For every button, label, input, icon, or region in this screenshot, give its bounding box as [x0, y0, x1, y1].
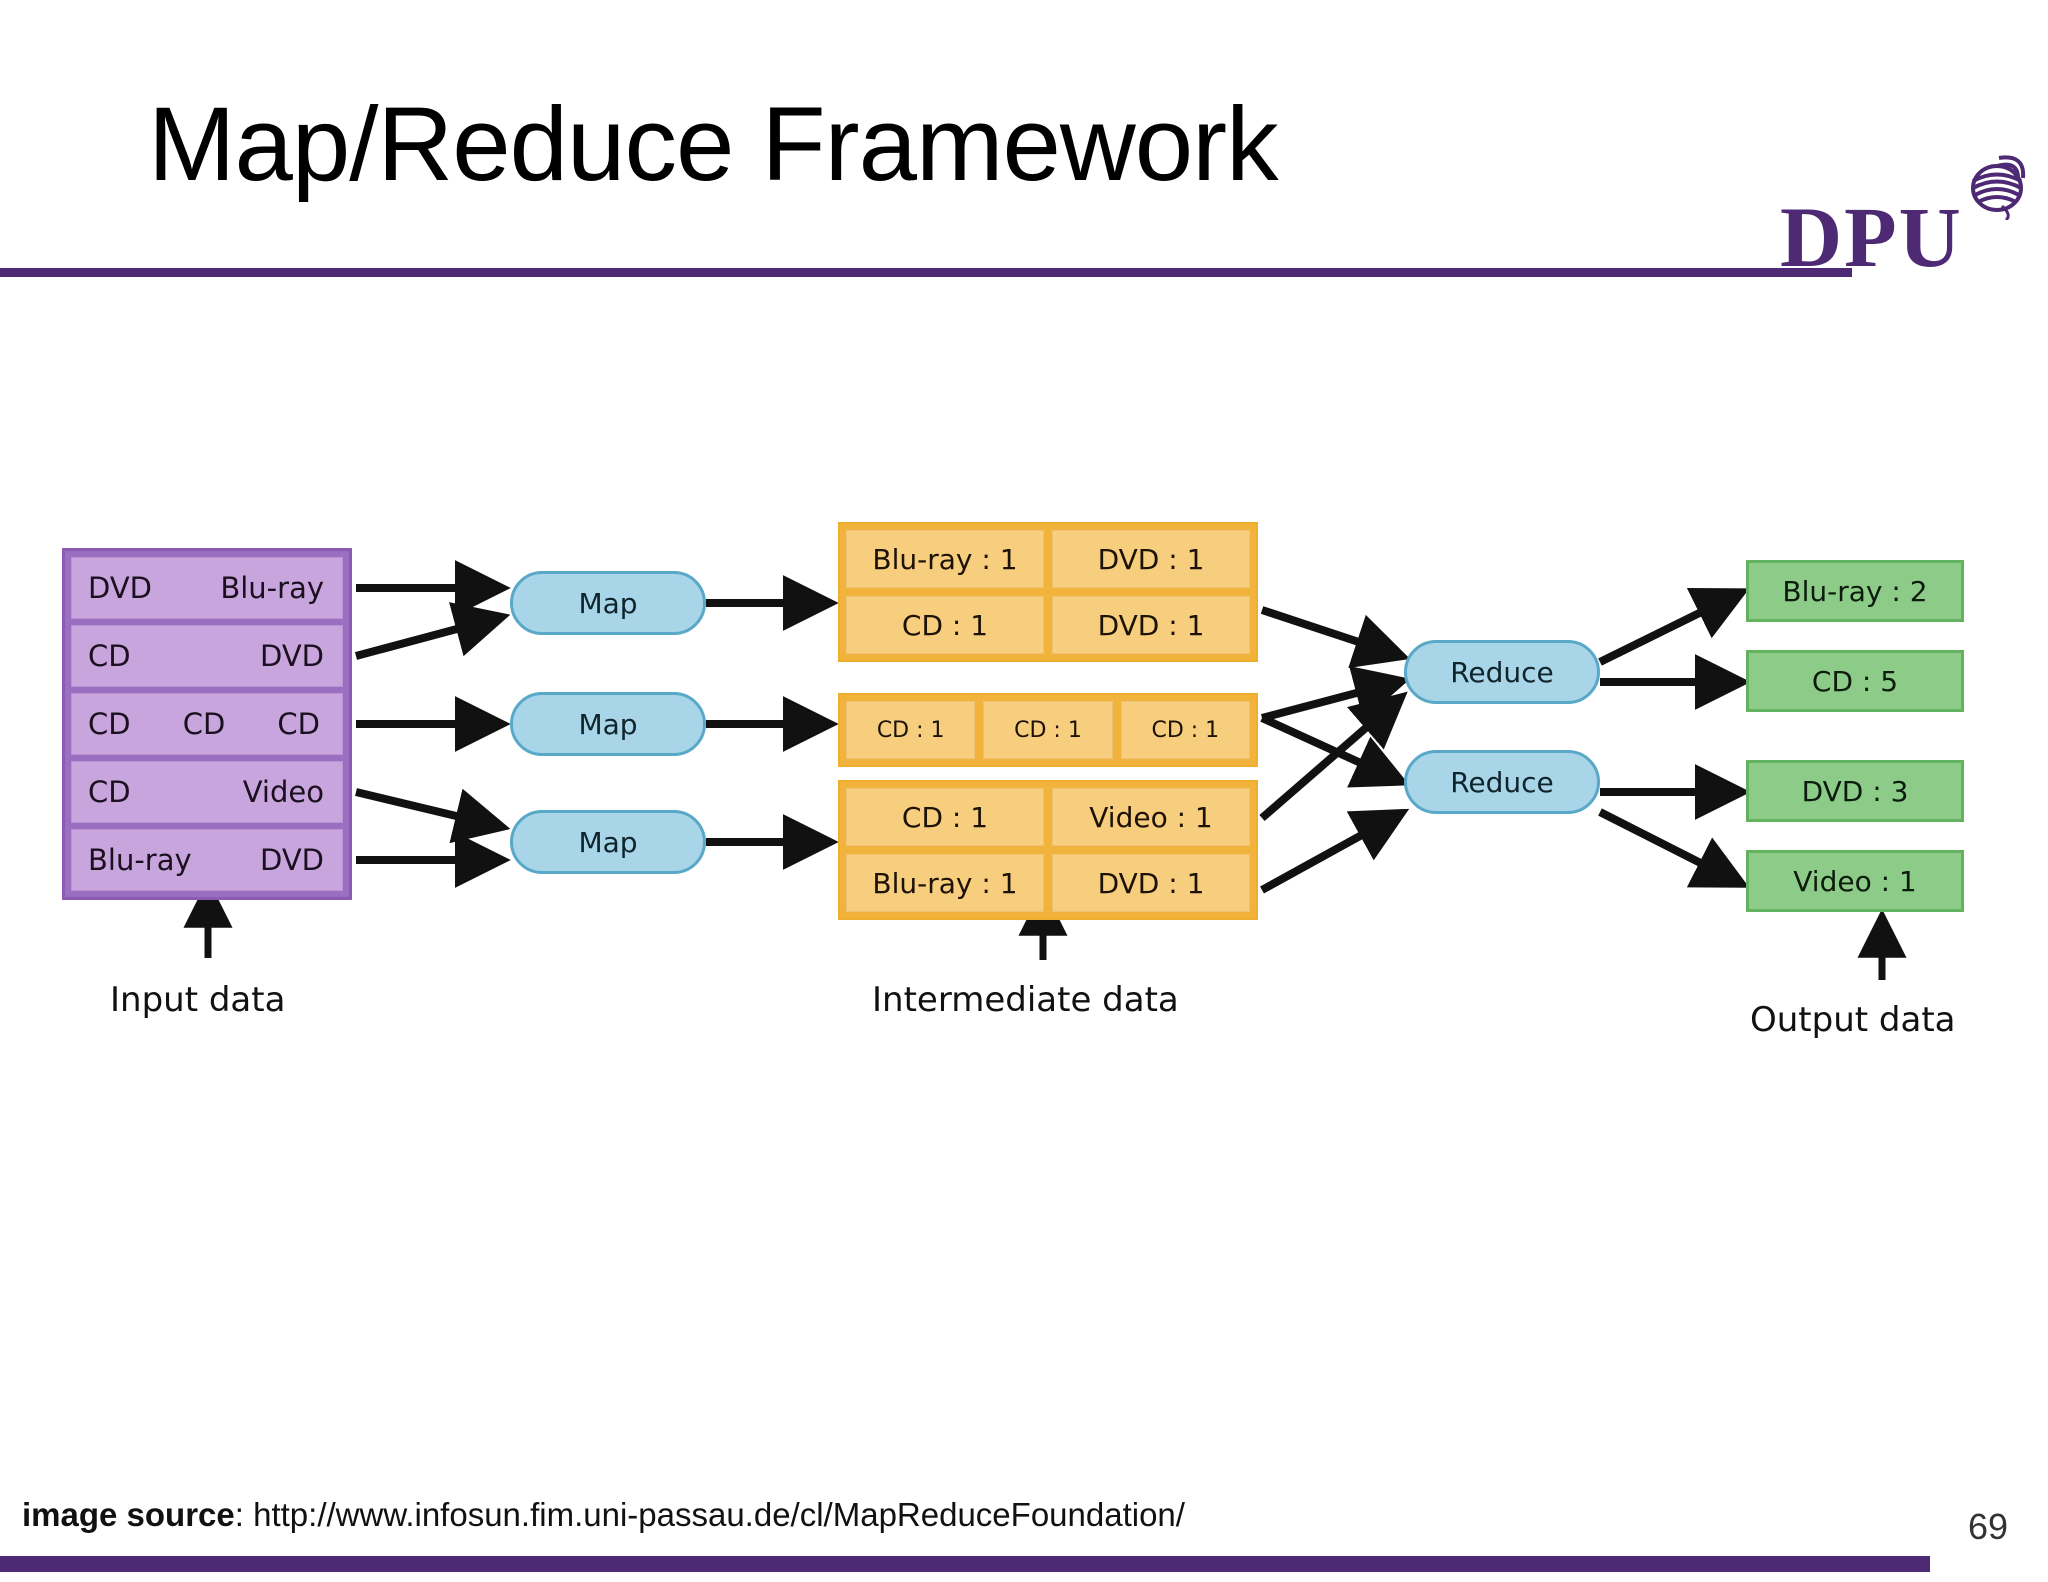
input-data-block: DVD Blu-ray CD DVD CD CD CD CD Video Blu…: [62, 548, 352, 900]
input-row: Blu-ray DVD: [71, 829, 343, 891]
caption-output-data: Output data: [1750, 1000, 1956, 1040]
output-box-video: Video : 1: [1746, 850, 1964, 912]
map-node-2[interactable]: Map: [510, 692, 706, 756]
mapreduce-diagram: DVD Blu-ray CD DVD CD CD CD CD Video Blu…: [0, 360, 2048, 1060]
input-token: Blu-ray: [88, 843, 192, 877]
dpu-logo: DPU: [1780, 148, 2040, 285]
intermediate-cell: DVD : 1: [1052, 596, 1250, 654]
intermediate-row: Blu-ray : 1 DVD : 1: [846, 530, 1250, 588]
title-divider: [0, 268, 1852, 277]
intermediate-group-3: CD : 1 Video : 1 Blu-ray : 1 DVD : 1: [838, 780, 1258, 920]
reduce-node-1[interactable]: Reduce: [1404, 640, 1600, 704]
caption-input-data: Input data: [110, 980, 286, 1020]
intermediate-cell: CD : 1: [846, 596, 1044, 654]
intermediate-group-1: Blu-ray : 1 DVD : 1 CD : 1 DVD : 1: [838, 522, 1258, 662]
intermediate-cell: DVD : 1: [1052, 530, 1250, 588]
input-token: CD: [88, 707, 131, 741]
image-source-note: image source: http://www.infosun.fim.uni…: [22, 1496, 1185, 1534]
input-token: CD: [277, 707, 320, 741]
image-source-separator: :: [234, 1496, 254, 1533]
output-box-dvd: DVD : 3: [1746, 760, 1964, 822]
edge-inter3a-reduce1: [1259, 691, 1408, 822]
input-row: CD Video: [71, 761, 343, 823]
intermediate-cell: DVD : 1: [1052, 854, 1250, 912]
output-box-cd: CD : 5: [1746, 650, 1964, 712]
edge-inter1-reduce1: [1260, 606, 1411, 669]
input-token: DVD: [260, 639, 324, 673]
edge-reduce2-out4: [1598, 808, 1750, 888]
input-row: DVD Blu-ray: [71, 557, 343, 619]
intermediate-cell: CD : 1: [846, 701, 976, 759]
edge-input2-map1: [354, 602, 511, 660]
input-token: DVD: [260, 843, 324, 877]
edge-inter2-reduce1: [1260, 665, 1411, 722]
intermediate-cell: CD : 1: [846, 788, 1044, 846]
page-title: Map/Reduce Framework: [148, 86, 1279, 203]
page-number: 69: [1968, 1506, 2009, 1547]
intermediate-row: CD : 1 CD : 1 CD : 1: [846, 701, 1250, 759]
intermediate-cell: CD : 1: [1120, 701, 1250, 759]
image-source-url: http://www.infosun.fim.uni-passau.de/cl/…: [253, 1496, 1185, 1533]
input-token: Video: [242, 775, 324, 809]
input-token: CD: [88, 639, 131, 673]
input-row: CD DVD: [71, 625, 343, 687]
intermediate-cell: Video : 1: [1052, 788, 1250, 846]
input-token: CD: [88, 775, 131, 809]
image-source-label: image source: [22, 1496, 235, 1533]
map-node-1[interactable]: Map: [510, 571, 706, 635]
input-token: CD: [182, 707, 226, 741]
edge-inter2-reduce2: [1260, 714, 1410, 788]
globe-swirl-icon: [1971, 155, 2026, 220]
output-box-bluray: Blu-ray : 2: [1746, 560, 1964, 622]
intermediate-group-2: CD : 1 CD : 1 CD : 1: [838, 693, 1258, 767]
intermediate-row: CD : 1 Video : 1: [846, 788, 1250, 846]
input-token: DVD: [88, 571, 152, 605]
dpu-wordmark: DPU: [1780, 189, 1963, 285]
diagram-edges: [183, 560, 1907, 980]
input-row: CD CD CD: [71, 693, 343, 755]
input-token: Blu-ray: [220, 571, 324, 605]
footer-divider: [0, 1556, 1930, 1572]
intermediate-cell: CD : 1: [983, 701, 1113, 759]
edge-reduce1-out1: [1598, 587, 1750, 666]
edge-inter3b-reduce2: [1260, 808, 1410, 894]
intermediate-cell: Blu-ray : 1: [846, 530, 1044, 588]
edge-input4-map3: [355, 788, 511, 844]
intermediate-row: Blu-ray : 1 DVD : 1: [846, 854, 1250, 912]
intermediate-cell: Blu-ray : 1: [846, 854, 1044, 912]
reduce-node-2[interactable]: Reduce: [1404, 750, 1600, 814]
intermediate-row: CD : 1 DVD : 1: [846, 596, 1250, 654]
map-node-3[interactable]: Map: [510, 810, 706, 874]
caption-intermediate-data: Intermediate data: [872, 980, 1179, 1020]
